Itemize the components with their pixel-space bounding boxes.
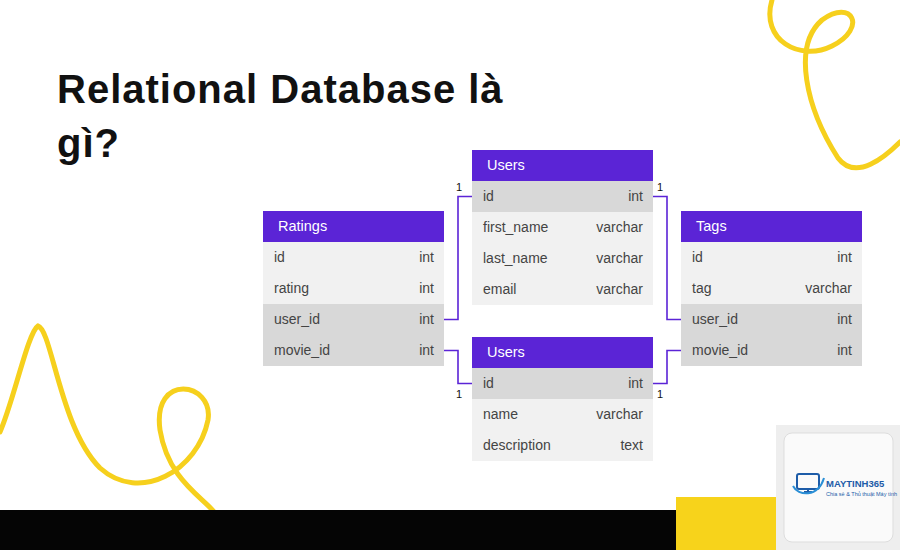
table-header: Users [472,150,653,181]
logo-card [784,433,893,542]
column-name: rating [274,273,309,304]
relation-connector [653,197,681,320]
table-row: rating int [263,273,444,304]
column-type: varchar [596,243,643,274]
relation-connector [653,351,681,384]
column-type: int [837,304,852,335]
table-row: id int [681,242,862,273]
column-name: id [274,242,285,273]
table-row: user_id int [681,304,862,335]
relation-connector [444,197,472,320]
column-name: first_name [483,212,548,243]
column-type: varchar [596,212,643,243]
table-row: movie_id int [681,335,862,366]
relation-connector [444,351,472,384]
table-row: id int [472,368,653,399]
column-type: text [620,430,643,461]
table-row: first_name varchar [472,212,653,243]
column-name: last_name [483,243,548,274]
yellow-squiggle [770,0,900,168]
column-type: int [837,335,852,366]
column-type: int [419,242,434,273]
cardinality-number: 1 [657,388,663,400]
logo-icon [793,474,824,493]
column-name: user_id [274,304,320,335]
logo-tagline: Chia sẻ & Thủ thuật Máy tính [826,491,897,498]
column-type: varchar [596,274,643,305]
column-type: int [628,368,643,399]
column-type: varchar [805,273,852,304]
column-type: int [419,304,434,335]
table-row: user_id int [263,304,444,335]
table-row: name varchar [472,399,653,430]
table-row: tag varchar [681,273,862,304]
column-name: id [483,181,494,212]
table-header: Ratings [263,211,444,242]
logo-panel [776,425,900,550]
column-name: description [483,430,551,461]
table-box: Ratingsidintratingintuser_idintmovie_idi… [263,211,444,366]
column-type: varchar [596,399,643,430]
black-bar [0,510,676,550]
cardinality-number: 1 [456,388,462,400]
column-name: movie_id [274,335,330,366]
table-box: Usersid int name varchar description text [472,337,653,461]
column-name: email [483,274,516,305]
table-row: id int [472,181,653,212]
column-name: name [483,399,518,430]
column-name: id [483,368,494,399]
cardinality-number: 1 [657,181,663,193]
logo-text: MAYTINH365 [826,478,884,489]
yellow-block [676,497,776,550]
cardinality-number: 1 [456,181,462,193]
table-box: Usersidintfirst_namevarcharlast_namevarc… [472,150,653,305]
yellow-squiggle [0,326,214,512]
column-name: user_id [692,304,738,335]
column-type: int [419,335,434,366]
table-row: id int [263,242,444,273]
table-header: Users [472,337,653,368]
table-row: last_name varchar [472,243,653,274]
column-type: int [628,181,643,212]
table-row: description text [472,430,653,461]
column-type: int [837,242,852,273]
column-name: id [692,242,703,273]
column-type: int [419,273,434,304]
table-row: email varchar [472,274,653,305]
table-box: Tagsidinttagvarcharuser_idintmovie_idint [681,211,862,366]
table-header: Tags [681,211,862,242]
page-title: Relational Database là gì? [57,62,512,170]
table-row: movie_id int [263,335,444,366]
column-name: tag [692,273,711,304]
column-name: movie_id [692,335,748,366]
